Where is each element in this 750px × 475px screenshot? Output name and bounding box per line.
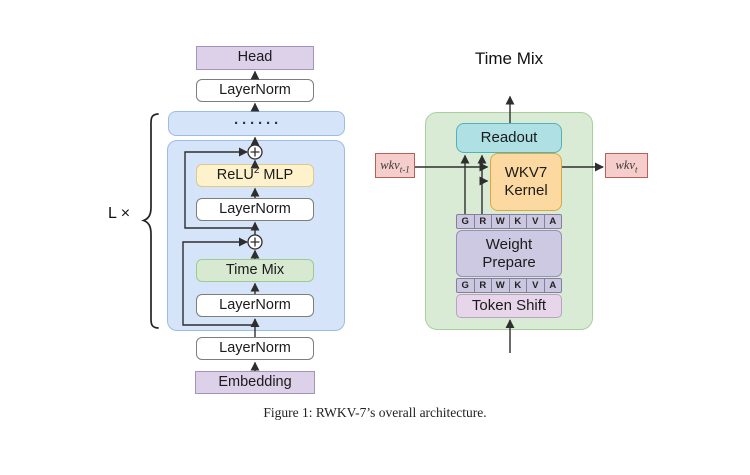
- grwkva-cell-v: V: [526, 279, 544, 292]
- token-shift-label: Token Shift: [471, 297, 547, 314]
- weight-prepare-label-line1: Weight: [485, 235, 533, 253]
- time-mix-block: Time Mix: [196, 259, 314, 282]
- repeated-layers-ellipsis-block: ······: [168, 111, 345, 136]
- weight-prepare-block: Weight Prepare: [456, 230, 562, 277]
- grwkva-cell-r: R: [473, 279, 492, 292]
- head-label: Head: [237, 49, 273, 66]
- layer-count-label: L ×: [107, 205, 131, 222]
- embedding-label: Embedding: [218, 373, 292, 390]
- grwkva-cell-v: V: [526, 215, 544, 228]
- grwkva-cell-g: G: [461, 216, 469, 227]
- figure-caption: Figure 1: RWKV-7’s overall architecture.: [263, 405, 487, 420]
- wkv-state-out-block: wkvt: [605, 153, 648, 178]
- grwkva-cell-k: K: [508, 215, 527, 228]
- grwkva-row-bottom: G R W K V A: [456, 278, 562, 293]
- wkv-state-in-block: wkvt-1: [375, 153, 415, 178]
- weight-prepare-label-line2: Prepare: [482, 253, 536, 271]
- grwkva-cell-r: R: [473, 215, 492, 228]
- ellipsis-dots: ······: [234, 114, 282, 132]
- wkv7-kernel-label-line1: WKV7: [504, 164, 548, 181]
- readout-label: Readout: [480, 129, 538, 146]
- layernorm-label: LayerNorm: [219, 200, 291, 217]
- layernorm-block-embedding: LayerNorm: [196, 337, 314, 360]
- layernorm-block-top: LayerNorm: [196, 79, 314, 102]
- layernorm-block-mlp: LayerNorm: [196, 198, 314, 221]
- grwkva-cell-w: W: [491, 279, 509, 292]
- time-mix-label: Time Mix: [225, 261, 285, 278]
- grwkva-cell-k: K: [508, 279, 527, 292]
- token-shift-block: Token Shift: [456, 294, 562, 318]
- wkv7-kernel-block: WKV7 Kernel: [490, 153, 562, 211]
- time-mix-title: Time Mix: [474, 49, 544, 68]
- layer-loop-brace: [141, 113, 159, 329]
- wkv-state-out-label: wkvt: [615, 158, 638, 175]
- embedding-block: Embedding: [195, 371, 315, 394]
- wkv-state-in-label: wkvt-1: [380, 158, 410, 175]
- grwkva-cell-w: W: [491, 215, 509, 228]
- readout-block: Readout: [456, 123, 562, 153]
- layernorm-block-timemix: LayerNorm: [196, 294, 314, 317]
- layernorm-label: LayerNorm: [219, 296, 291, 313]
- grwkva-cell-a: A: [543, 215, 562, 228]
- grwkva-cell-g: G: [461, 280, 469, 291]
- grwkva-row-top: G R W K V A: [456, 214, 562, 229]
- layernorm-label: LayerNorm: [219, 81, 291, 98]
- head-block: Head: [196, 46, 314, 70]
- grwkva-cell-a: A: [543, 279, 562, 292]
- wkv7-kernel-label-line2: Kernel: [504, 182, 548, 199]
- layernorm-label: LayerNorm: [219, 339, 291, 356]
